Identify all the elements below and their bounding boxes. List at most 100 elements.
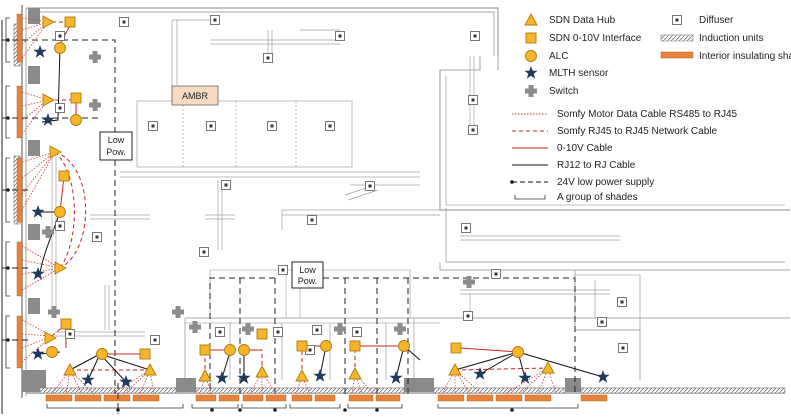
- sensor-icon: [518, 371, 532, 384]
- hub-icon: [143, 363, 157, 376]
- ambr-label: AMBR: [182, 91, 209, 101]
- diffuser-icon: [55, 103, 65, 113]
- ambr-box: AMBR: [171, 85, 219, 106]
- diffuser-icon: [148, 121, 158, 131]
- switch-icon: [89, 99, 101, 111]
- legend-switch: Switch: [549, 86, 578, 97]
- hub-icon: [198, 369, 212, 382]
- alc-icon: [70, 114, 82, 126]
- interface-icon: [60, 318, 72, 330]
- induction-unit-swatch: [660, 34, 694, 42]
- switch-icon: [242, 323, 254, 335]
- hub-icon: [295, 369, 309, 382]
- shade-group-brackets: [5, 17, 579, 409]
- interface-icon: [58, 170, 70, 182]
- legend-cable-rj45: Somfy RJ45 to RJ45 Network Cable: [557, 126, 718, 137]
- diffuser-icon: [461, 223, 471, 233]
- diffuser-icon: [463, 311, 473, 321]
- interface-icon: [450, 342, 462, 354]
- interface-icon: [349, 340, 361, 352]
- alc-icon: [54, 42, 66, 54]
- legend-sdn-data-hub: SDN Data Hub: [549, 15, 616, 26]
- diffuser-icon: [263, 53, 273, 63]
- alc-icon: [54, 206, 66, 218]
- hvac-ducts: [51, 19, 620, 337]
- diffuser-icon: [206, 121, 216, 131]
- switch-icon: [334, 323, 346, 335]
- 010v-cables: [59, 21, 519, 355]
- legend-shade-group: A group of shades: [557, 192, 638, 203]
- diffuser-icon: [617, 297, 627, 307]
- sdn-interfaces: [58, 16, 462, 360]
- low-power-box-1: Low Pow.: [99, 131, 133, 161]
- supply-junction-dots: [6, 38, 514, 412]
- low-power-supply-lines: [1, 20, 576, 414]
- hub-icon: [255, 365, 269, 378]
- legend: SDN Data Hub SDN 0-10V Interface ALC MLT…: [510, 8, 791, 203]
- alc-icon: [525, 50, 537, 62]
- diffuser-icon: [470, 31, 480, 41]
- alcs: [46, 42, 524, 360]
- diffuser-icon: [312, 325, 322, 335]
- sensor-icon: [596, 370, 610, 383]
- interface-icon: [70, 92, 82, 104]
- diffuser-icon: [199, 247, 209, 257]
- diffuser-icon: [352, 327, 362, 337]
- hub-icon: [42, 15, 55, 29]
- hub-icon: [49, 145, 62, 159]
- sensor-icon: [41, 113, 55, 126]
- diffuser-icon: [365, 181, 375, 191]
- diffuser-icon: [307, 215, 317, 225]
- low-power-label-line2: Pow.: [298, 276, 318, 286]
- diffuser-icon: [325, 121, 335, 131]
- interface-icon: [199, 344, 211, 356]
- sensor-icon: [237, 371, 251, 384]
- interface-icon: [256, 328, 268, 340]
- alc-icon: [320, 340, 332, 352]
- diffuser-icon: [215, 327, 225, 337]
- sensor-icon: [31, 205, 45, 218]
- diffuser-icon: [491, 269, 501, 279]
- diffuser-icon: [210, 15, 220, 25]
- legend-diffuser: Diffuser: [699, 15, 734, 26]
- alc-icon: [46, 346, 58, 358]
- alc-icon: [224, 344, 236, 356]
- legend-cable-rj12: RJ12 to RJ Cable: [557, 160, 636, 171]
- switch-icon: [89, 51, 101, 63]
- sensor-icon: [313, 369, 327, 382]
- alc-icon: [96, 348, 108, 360]
- diffuser-icon: [92, 232, 102, 242]
- diffuser-icon: [468, 95, 478, 105]
- diffuser-icon: [335, 31, 345, 41]
- hub-icon: [42, 93, 55, 107]
- diffuser-icon: [55, 221, 65, 231]
- low-power-label-line2: Pow.: [106, 147, 126, 157]
- low-power-label-line1: Low: [299, 265, 316, 275]
- legend-interior-shade: Interior insulating shade: [699, 51, 791, 62]
- switch-icon: [172, 306, 184, 318]
- shade-swatch: [660, 51, 694, 59]
- sensor-icon: [33, 45, 47, 58]
- hub-icon: [54, 261, 67, 275]
- low-power-label-line1: Low: [108, 135, 125, 145]
- legend-alc: ALC: [549, 51, 568, 62]
- diffuser-icon: [65, 329, 75, 339]
- sensor-icon: [215, 371, 229, 384]
- diffuser-icon: [672, 15, 682, 25]
- diffuser-icon: [618, 343, 628, 353]
- legend-cable-rs485: Somfy Motor Data Cable RS485 to RJ45: [557, 109, 738, 120]
- legend-induction-units: Induction units: [699, 33, 764, 44]
- switch-icon: [394, 323, 406, 335]
- hub-icon: [63, 363, 77, 376]
- interface-icon: [525, 32, 537, 44]
- interface-icon: [296, 340, 308, 352]
- hub-icon: [541, 361, 555, 374]
- diffuser-icon: [468, 125, 478, 135]
- sdn-data-hubs: [42, 15, 555, 382]
- sensor-icon: [389, 371, 403, 384]
- diffuser-icon: [597, 317, 607, 327]
- hub-icon: [348, 367, 362, 380]
- diffuser-icon: [150, 335, 160, 345]
- interface-icon: [139, 348, 151, 360]
